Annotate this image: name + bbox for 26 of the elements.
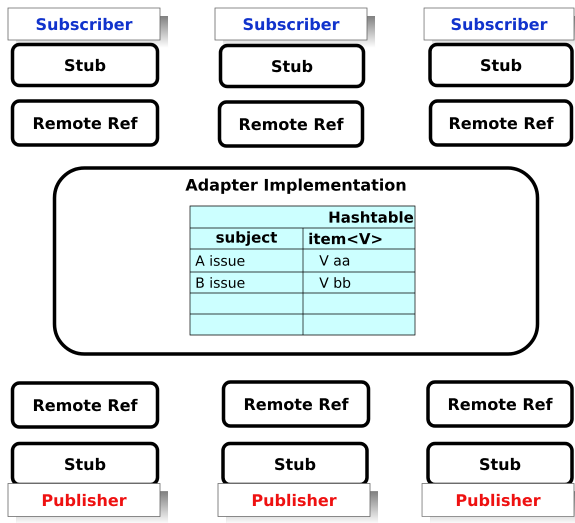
table-header: Hashtable [330,211,414,223]
stub-box: Stub [426,442,574,486]
publisher-box: Publisher [218,483,378,523]
remote-ref-box: Remote Ref [10,381,160,429]
stub-box: Stub [10,442,160,486]
subscriber-box: Subscriber [424,8,575,48]
publisher-box: Publisher [8,483,168,523]
node-label: Subscriber [452,18,548,30]
remote-ref-box: Remote Ref [218,100,364,148]
table-entry: V aa [319,255,350,266]
table-entry: B issue [196,277,244,288]
subscriber-box: Subscriber [8,8,168,48]
stub-box: Stub [221,442,369,486]
subscriber-box: Subscriber [214,8,375,48]
remote-ref-box: Remote Ref [426,380,574,428]
remote-ref-box: Remote Ref [222,380,370,428]
remote-ref-box: Remote Ref [10,99,160,147]
stub-box: Stub [428,42,574,88]
remote-ref-box: Remote Ref [428,99,574,147]
table-entry: V bb [319,277,350,288]
table-header: subject [216,231,278,246]
table-header: item<V> [309,232,382,244]
stub-box: Stub [10,42,160,88]
publisher-box: Publisher [422,483,575,523]
stub-box: Stub [218,44,366,88]
table-entry: A issue [195,255,244,266]
